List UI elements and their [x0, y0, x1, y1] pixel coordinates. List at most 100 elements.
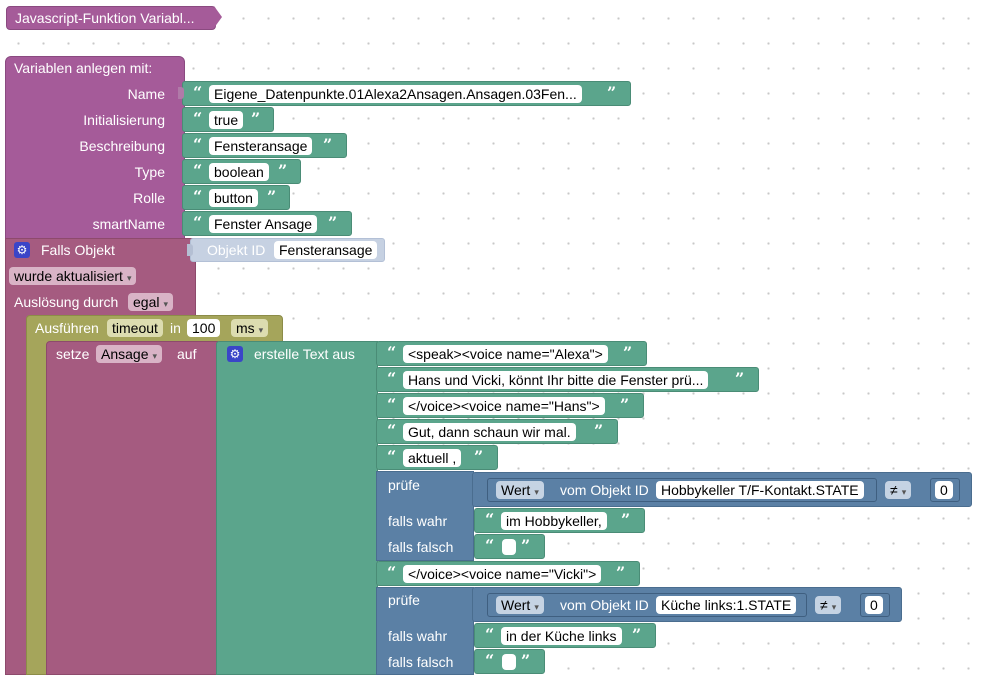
true-label: falls wahr — [388, 628, 448, 644]
from-object-label: vom Objekt ID — [560, 597, 649, 613]
object-id-value[interactable]: Fensteransage — [274, 241, 378, 259]
text-item-input[interactable]: <speak><voice name="Alexa"> — [403, 345, 608, 363]
quote-close-icon: ” — [620, 395, 630, 414]
text-input-name[interactable]: Eigene_Datenpunkte.01Alexa2Ansagen.Ansag… — [209, 85, 582, 103]
check-label: prüfe — [388, 592, 420, 608]
quote-open-icon: “ — [193, 161, 203, 180]
text-block-init[interactable]: “ true ” — [182, 107, 274, 132]
number-block-1[interactable]: 0 — [930, 478, 960, 502]
quote-close-icon: ” — [623, 343, 633, 362]
chevron-down-icon: ▾ — [831, 602, 837, 612]
object-id-input[interactable]: Hobbykeller T/F-Kontakt.STATE — [656, 481, 864, 499]
create-variables-header: Variablen anlegen mit: — [14, 60, 153, 76]
text-input-smartname[interactable]: Fenster Ansage — [209, 215, 318, 233]
quote-close-icon: ” — [278, 161, 288, 180]
text-item-5[interactable]: “ </voice><voice name="Vicki"> ” — [376, 561, 640, 586]
quote-open-icon: “ — [485, 651, 495, 670]
object-id-block[interactable]: Objekt ID Fensteransage — [190, 238, 385, 262]
text-item-input[interactable]: Hans und Vicki, könnt Ihr bitte die Fens… — [403, 371, 709, 389]
chevron-down-icon: ▾ — [126, 273, 132, 283]
quote-close-icon: ” — [474, 447, 484, 466]
timeout-value-input[interactable]: 100 — [187, 319, 221, 337]
set-variable-block[interactable] — [46, 341, 218, 675]
text-block-type[interactable]: “ boolean ” — [182, 159, 301, 184]
timeout-type-field[interactable]: timeout — [107, 319, 163, 337]
empty-text-input[interactable] — [502, 654, 516, 670]
text-item-input[interactable]: aktuell , — [403, 449, 462, 467]
text-input-desc[interactable]: Fensteransage — [209, 137, 313, 155]
value-dropdown[interactable]: Wert▾ — [496, 481, 544, 499]
timeout-in-label: in — [170, 320, 181, 336]
quote-open-icon: “ — [193, 213, 203, 232]
operator-dropdown[interactable]: ≠▾ — [815, 596, 842, 614]
text-item-input[interactable]: </voice><voice name="Hans"> — [403, 397, 605, 415]
create-text-block[interactable] — [216, 341, 378, 675]
quote-close-icon: ” — [621, 510, 631, 529]
text-item-4[interactable]: “ aktuell , ” — [376, 445, 498, 470]
chevron-down-icon: ▾ — [152, 351, 158, 361]
chevron-down-icon: ▾ — [258, 325, 264, 335]
get-value-block-1[interactable]: Wert▾ vom Objekt ID Hobbykeller T/F-Kont… — [487, 478, 877, 502]
create-variables-block[interactable] — [5, 56, 185, 239]
operator-text: ≠ — [890, 482, 898, 498]
compare-value-input[interactable]: 0 — [935, 481, 953, 499]
field-label-smartname: smartName — [92, 216, 165, 232]
text-input-role[interactable]: button — [209, 189, 258, 207]
gear-icon[interactable]: ⚙ — [227, 346, 243, 362]
true-label: falls wahr — [388, 513, 448, 529]
timeout-unit-dropdown[interactable]: ms▾ — [231, 319, 269, 337]
value-dropdown-text: Wert — [501, 482, 531, 498]
gear-icon[interactable]: ⚙ — [14, 242, 30, 258]
connector-tab — [187, 244, 193, 256]
function-title-block[interactable]: Javascript-Funktion Variabl... — [6, 6, 216, 30]
create-text-label: erstelle Text aus — [254, 346, 355, 362]
trigger-by-dropdown[interactable]: egal▾ — [128, 293, 173, 311]
quote-open-icon: “ — [193, 187, 203, 206]
quote-open-icon: “ — [387, 563, 397, 582]
text-block-name[interactable]: “ Eigene_Datenpunkte.01Alexa2Ansagen.Ans… — [182, 81, 631, 106]
operator-dropdown[interactable]: ≠▾ — [885, 481, 912, 499]
text-item-1[interactable]: “ Hans und Vicki, könnt Ihr bitte die Fe… — [376, 367, 759, 392]
true-text-block-2[interactable]: “ in der Küche links ” — [474, 623, 656, 648]
get-value-block-2[interactable]: Wert▾ vom Objekt ID Küche links:1.STATE — [487, 593, 807, 617]
quote-close-icon: ” — [594, 421, 604, 440]
quote-open-icon: “ — [193, 135, 203, 154]
false-label: falls falsch — [388, 654, 454, 670]
false-label: falls falsch — [388, 539, 454, 555]
ternary-block-1[interactable] — [376, 471, 474, 561]
variable-dropdown[interactable]: Ansage▾ — [96, 345, 163, 363]
text-item-2[interactable]: “ </voice><voice name="Hans"> ” — [376, 393, 644, 418]
text-item-input[interactable]: Gut, dann schaun wir mal. — [403, 423, 576, 441]
text-block-role[interactable]: “ button ” — [182, 185, 290, 210]
chevron-down-icon: ▾ — [534, 602, 539, 612]
text-item-input[interactable]: </voice><voice name="Vicki"> — [403, 565, 602, 583]
true-text-block-1[interactable]: “ im Hobbykeller, ” — [474, 508, 645, 533]
object-id-input[interactable]: Küche links:1.STATE — [656, 596, 797, 614]
text-item-0[interactable]: “ <speak><voice name="Alexa"> ” — [376, 341, 647, 366]
trigger-label: Falls Objekt — [41, 242, 115, 258]
chevron-down-icon: ▾ — [901, 487, 907, 497]
false-text-block-1[interactable]: “ ” — [474, 534, 545, 559]
text-item-3[interactable]: “ Gut, dann schaun wir mal. ” — [376, 419, 618, 444]
timeout-unit-text: ms — [236, 320, 255, 336]
value-dropdown[interactable]: Wert▾ — [496, 596, 544, 614]
quote-open-icon: “ — [387, 343, 397, 362]
text-input-type[interactable]: boolean — [209, 163, 269, 181]
text-block-desc[interactable]: “ Fensteransage ” — [182, 133, 347, 158]
trigger-condition-dropdown[interactable]: wurde aktualisiert▾ — [9, 267, 137, 285]
number-block-2[interactable]: 0 — [860, 593, 890, 617]
true-text-input[interactable]: im Hobbykeller, — [501, 512, 607, 530]
ternary-block-2[interactable] — [376, 587, 474, 675]
quote-close-icon: ” — [616, 563, 626, 582]
false-text-block-2[interactable]: “ ” — [474, 649, 545, 674]
text-input-init[interactable]: true — [209, 111, 244, 129]
text-block-smartname[interactable]: “ Fenster Ansage ” — [182, 211, 352, 236]
trigger-by-text: egal — [133, 294, 160, 310]
compare-value-input[interactable]: 0 — [865, 596, 883, 614]
quote-close-icon: ” — [328, 213, 338, 232]
true-text-input[interactable]: in der Küche links — [501, 627, 622, 645]
chevron-down-icon: ▾ — [163, 299, 168, 309]
quote-close-icon: ” — [735, 369, 745, 388]
empty-text-input[interactable] — [502, 539, 516, 555]
quote-open-icon: “ — [193, 83, 203, 102]
